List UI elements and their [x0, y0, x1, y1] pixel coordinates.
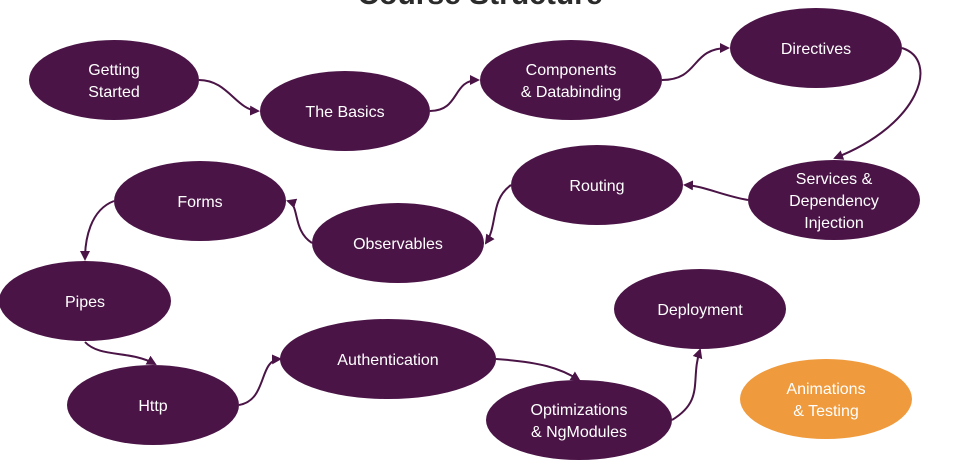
node-label-getting-started: Started: [88, 84, 140, 101]
node-shape-directives: [730, 8, 902, 88]
node-label-deployment: Deployment: [657, 302, 743, 319]
arrow-getting-started-to-the-basics: [198, 79, 260, 116]
node-shape-routing: [511, 145, 683, 225]
node-label-forms: Forms: [177, 194, 222, 211]
node-components: Components & Databinding: [480, 40, 662, 120]
node-shape-getting-started: [29, 40, 199, 120]
node-shape-deployment: [614, 269, 786, 349]
diagram-title: Course Structure: [357, 0, 602, 11]
arrow-components-to-directives: [661, 43, 730, 81]
arrow-pipes-to-http: [84, 341, 157, 365]
node-directives: Directives: [730, 8, 902, 88]
node-label-optimizations: & NgModules: [531, 424, 627, 441]
node-label-authentication: Authentication: [337, 352, 438, 369]
node-shape-animations: [740, 359, 912, 439]
node-routing: Routing: [511, 145, 683, 225]
node-shape-forms: [114, 161, 286, 241]
node-animations: Animations & Testing: [740, 359, 912, 439]
arrow-directives-to-services: [833, 47, 922, 160]
node-observables: Observables: [312, 203, 484, 283]
node-label-routing: Routing: [569, 178, 624, 195]
node-http: Http: [67, 365, 239, 445]
arrow-optimizations-to-deployment: [671, 348, 703, 421]
node-label-the-basics: The Basics: [305, 104, 384, 121]
node-label-getting-started: Getting: [88, 62, 140, 79]
node-label-pipes: Pipes: [65, 294, 105, 311]
node-optimizations: Optimizations & NgModules: [486, 380, 672, 460]
node-label-animations: Animations: [786, 381, 865, 398]
arrow-routing-to-observables: [484, 184, 512, 245]
node-forms: Forms: [114, 161, 286, 241]
node-label-http: Http: [138, 398, 167, 415]
arrow-forms-to-pipes: [80, 200, 115, 261]
edges-layer: [80, 43, 922, 421]
arrow-services-to-routing: [683, 180, 749, 201]
node-shape-observables: [312, 203, 484, 283]
node-shape-optimizations: [486, 380, 672, 460]
node-label-components: & Databinding: [521, 84, 622, 101]
arrow-authentication-to-optimizations: [495, 358, 581, 382]
node-pipes: Pipes: [0, 261, 171, 341]
node-shape-services: [748, 160, 920, 240]
node-label-directives: Directives: [781, 41, 851, 58]
arrow-the-basics-to-components: [429, 75, 480, 112]
node-shape-pipes: [0, 261, 171, 341]
node-label-observables: Observables: [353, 236, 443, 253]
node-the-basics: The Basics: [260, 71, 430, 151]
node-authentication: Authentication: [280, 319, 496, 399]
node-label-services: Dependency: [789, 193, 879, 210]
node-shape-http: [67, 365, 239, 445]
node-label-animations: & Testing: [793, 403, 859, 420]
node-label-optimizations: Optimizations: [531, 402, 628, 419]
arrow-http-to-authentication: [238, 354, 282, 406]
node-label-components: Components: [526, 62, 617, 79]
node-shape-components: [480, 40, 662, 120]
node-label-services: Services &: [796, 171, 873, 188]
node-deployment: Deployment: [614, 269, 786, 349]
node-label-services: Injection: [804, 215, 864, 232]
node-shape-the-basics: [260, 71, 430, 151]
arrow-observables-to-forms: [286, 198, 313, 244]
node-shape-authentication: [280, 319, 496, 399]
